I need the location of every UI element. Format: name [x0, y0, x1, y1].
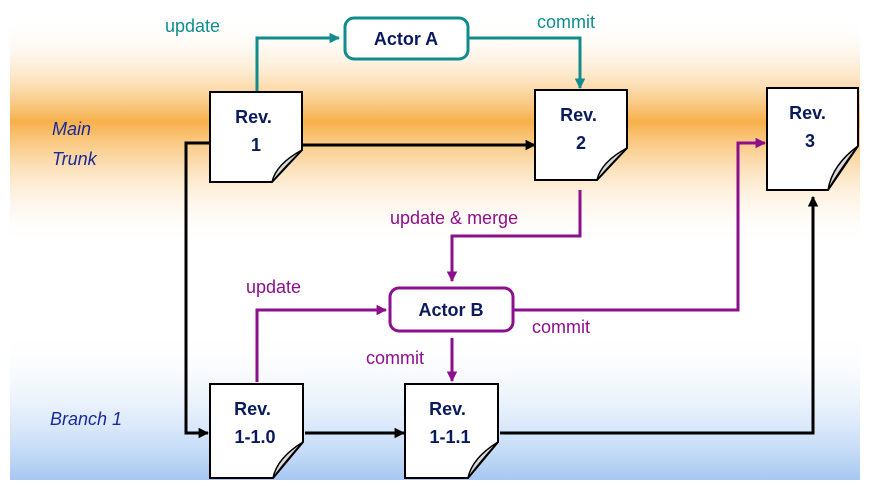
rev-1-document: Rev. 1: [209, 91, 303, 183]
lane-label-branch: Branch 1: [50, 409, 122, 429]
rev1-to-branch-arrow: [184, 141, 210, 439]
edge-label-actor-a-update: update: [165, 16, 220, 36]
actor-b-lines: [255, 137, 767, 383]
svg-text:Rev. 2: Rev. 2: [560, 105, 602, 153]
edge-label-actor-b-commit-trunk: commit: [532, 317, 590, 337]
flow-lines: [184, 139, 819, 439]
actor-a-box: Actor A: [343, 16, 470, 61]
rev111-to-rev3-arrow: [500, 195, 819, 435]
edge-label-actor-b-update: update: [246, 277, 301, 297]
svg-text:Actor A: Actor A: [374, 29, 438, 49]
svg-text:Rev. 1: Rev. 1: [235, 107, 277, 155]
svg-text:Actor B: Actor B: [418, 300, 483, 320]
edge-label-actor-a-commit: commit: [537, 12, 595, 32]
svg-text:Rev. 1-1.0: Rev. 1-1.0: [234, 399, 276, 447]
edge-label-actor-b-commit-branch: commit: [366, 348, 424, 368]
actor-b-commit-trunk-arrow: [513, 137, 767, 312]
rev-2-document: Rev. 2: [534, 89, 628, 181]
lane-label-main-trunk: Main Trunk: [52, 119, 98, 169]
rev-1-1.1-document: Rev. 1-1.1: [404, 383, 499, 479]
actor-b-update-arrow: [255, 304, 388, 382]
actor-a-commit-arrow: [468, 36, 586, 90]
actor-a-lines: [255, 32, 586, 92]
rev-1-1.0-document: Rev. 1-1.0: [209, 383, 304, 479]
actor-b-box: Actor B: [388, 286, 515, 333]
actor-b-update-merge-arrow: [446, 190, 582, 283]
svg-text:Rev. 1-1.1: Rev. 1-1.1: [429, 399, 471, 447]
actor-a-update-arrow: [255, 32, 341, 92]
edge-label-update-merge: update & merge: [390, 208, 518, 228]
svg-text:Rev. 3: Rev. 3: [789, 103, 831, 151]
rev-3-document: Rev. 3: [766, 87, 859, 191]
